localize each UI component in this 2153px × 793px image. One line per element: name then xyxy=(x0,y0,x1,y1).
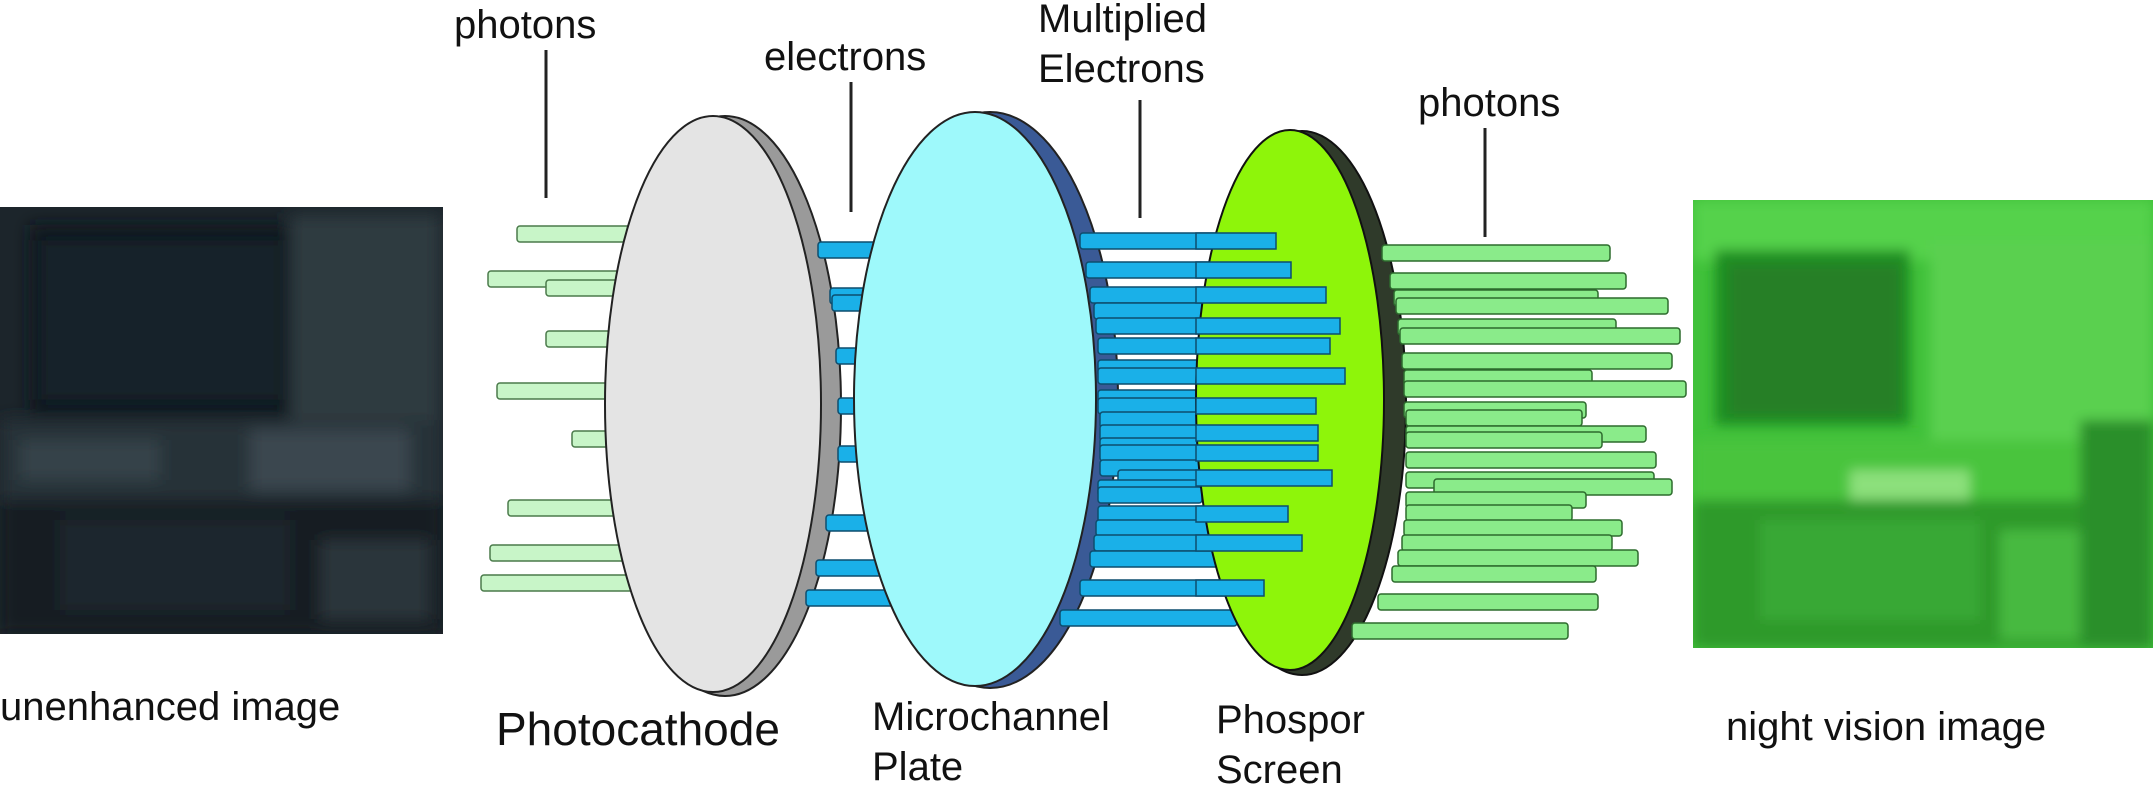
outgoing-photon-beams xyxy=(1351,244,1687,640)
multiplied-electron-beam xyxy=(1195,337,1331,355)
label-electrons: electrons xyxy=(764,35,926,79)
multiplied-electron-beam xyxy=(1195,397,1317,415)
output-photon-beam xyxy=(1401,352,1673,370)
label-mcp-line1: Microchannel xyxy=(872,695,1110,739)
unenhanced-image xyxy=(0,207,443,634)
multiplied-electron-beams-front xyxy=(1195,232,1346,597)
leader-lines xyxy=(544,50,1487,237)
output-photon-beam xyxy=(1405,451,1657,469)
label-photons-out: photons xyxy=(1418,81,1560,125)
multiplied-electron-beam xyxy=(1195,261,1292,279)
multiplied-electron-beam xyxy=(1195,367,1346,385)
output-photon-beam xyxy=(1405,409,1583,427)
label-phosphor-line2: Screen xyxy=(1216,748,1343,788)
microchannel-plate-disc xyxy=(853,111,1119,689)
label-unenhanced-image: unenhanced image xyxy=(0,685,340,729)
multiplied-electron-beam xyxy=(1195,286,1327,304)
multiplied-electron-beam xyxy=(1195,444,1319,462)
output-photon-beam xyxy=(1405,431,1603,449)
output-photon-beam xyxy=(1377,593,1599,611)
output-photon-beam xyxy=(1395,297,1669,315)
output-photon-beam xyxy=(1403,380,1687,398)
multiplied-electron-beam xyxy=(1097,486,1203,504)
output-photon-beam xyxy=(1399,327,1681,345)
label-phosphor-line1: Phospor xyxy=(1216,698,1365,742)
output-photon-beam xyxy=(1391,565,1597,583)
multiplied-electron-beam xyxy=(1195,534,1303,552)
label-night-vision-image: night vision image xyxy=(1726,705,2046,749)
multiplied-electron-beam xyxy=(1195,505,1289,523)
multiplied-electron-beam xyxy=(1195,232,1277,250)
multiplied-electron-beam xyxy=(1195,317,1341,335)
output-photon-beam xyxy=(1403,519,1623,537)
output-photon-beam xyxy=(1381,244,1611,262)
output-photon-beam xyxy=(1351,622,1569,640)
night-vision-image xyxy=(1693,200,2153,648)
label-mcp-line2: Plate xyxy=(872,745,963,788)
multiplied-electron-beam xyxy=(1059,609,1238,627)
label-multiplied-line2: Electrons xyxy=(1038,47,1205,91)
photocathode-disc xyxy=(604,115,842,697)
label-multiplied-line1: Multiplied xyxy=(1038,0,1207,41)
multiplied-electron-beam xyxy=(1195,469,1333,487)
label-photocathode: Photocathode xyxy=(496,703,780,755)
multiplied-electron-beam xyxy=(1195,579,1265,597)
label-photons-in: photons xyxy=(454,3,596,47)
multiplied-electron-beam xyxy=(1195,424,1319,442)
output-photon-beam xyxy=(1389,272,1627,290)
output-photon-beam xyxy=(1397,549,1639,567)
output-photon-beam xyxy=(1401,534,1613,552)
output-photon-beam xyxy=(1405,504,1573,522)
